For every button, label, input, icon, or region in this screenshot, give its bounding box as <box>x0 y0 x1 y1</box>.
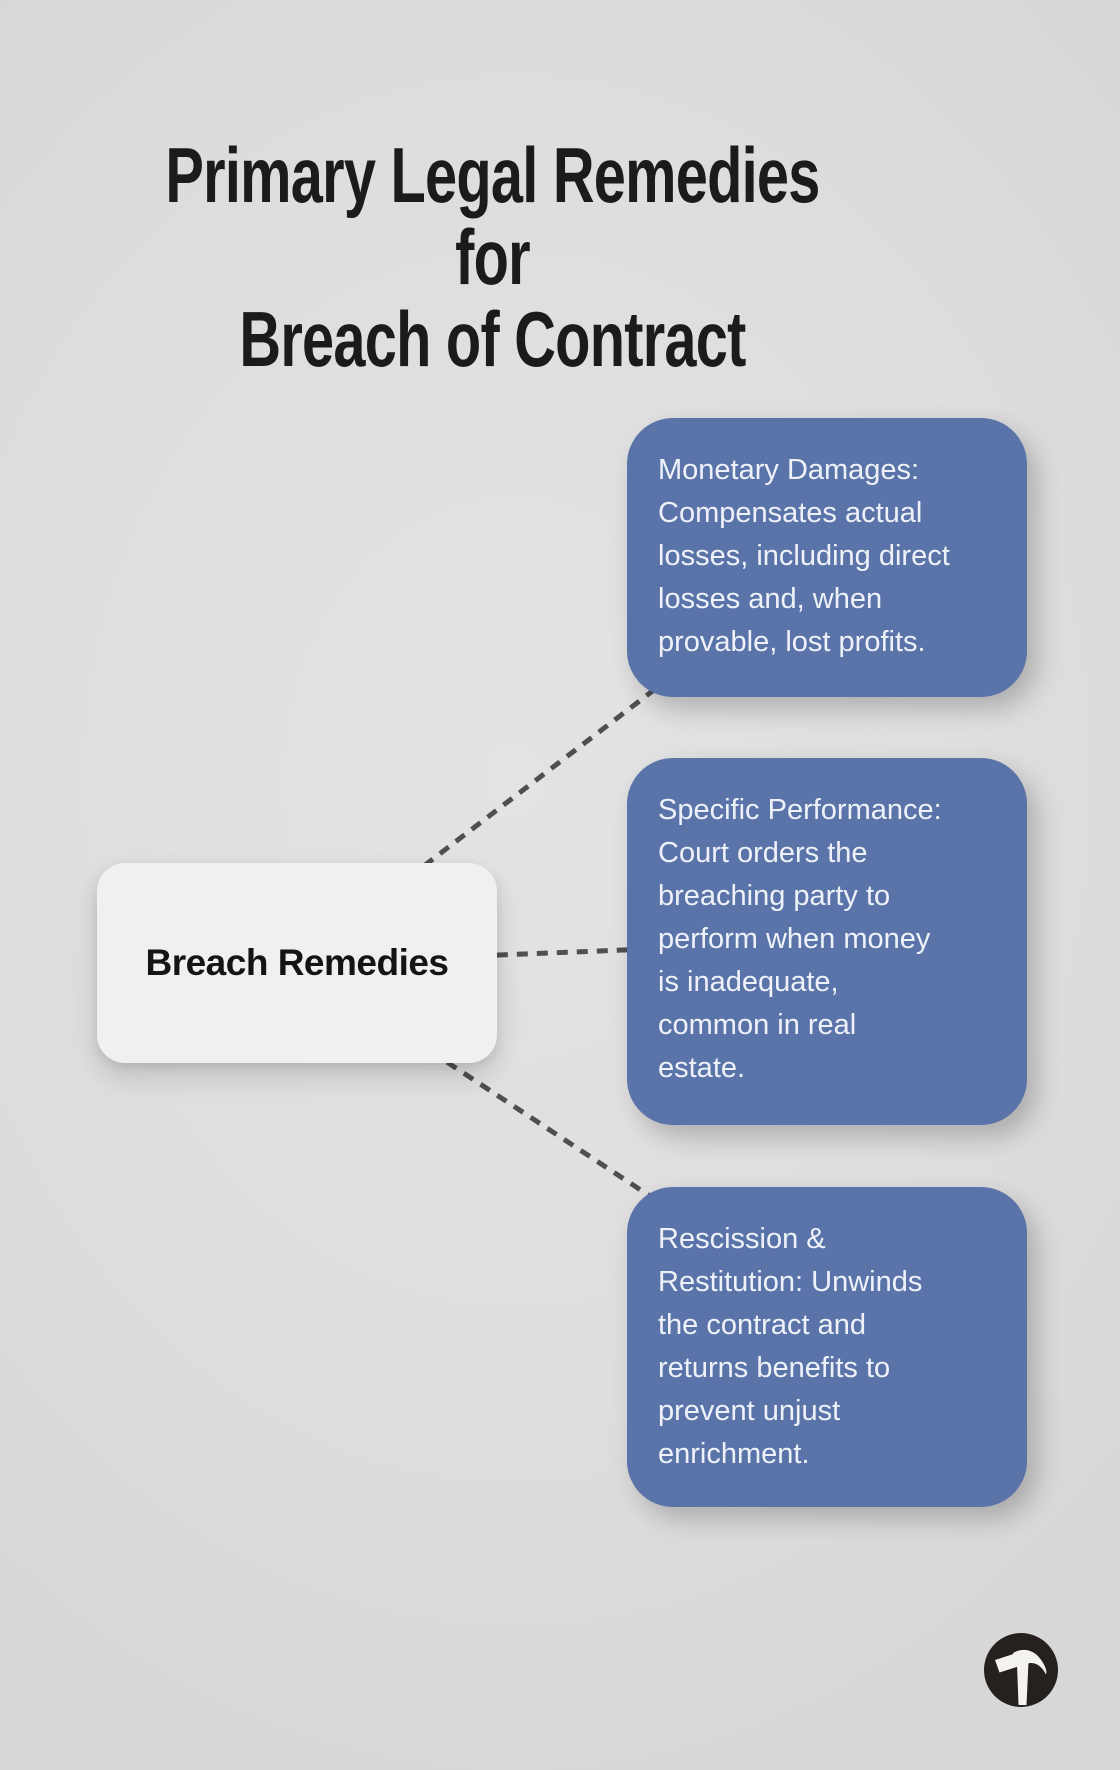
branch-text-specific-performance: Specific Performance: Court orders the b… <box>658 794 942 1084</box>
center-node-breach-remedies: Breach Remedies <box>97 863 497 1063</box>
branch-text-monetary-damages: Monetary Damages: Compensates actual los… <box>658 454 950 658</box>
branch-node-monetary-damages: Monetary Damages: Compensates actual los… <box>627 418 1027 697</box>
hammer-icon <box>984 1633 1058 1707</box>
connector-rescission-restitution <box>295 960 682 1219</box>
branch-node-rescission-restitution: Rescission & Restitution: Unwinds the co… <box>627 1187 1027 1507</box>
branch-node-specific-performance: Specific Performance: Court orders the b… <box>627 758 1027 1125</box>
branch-text-rescission-restitution: Rescission & Restitution: Unwinds the co… <box>658 1223 923 1470</box>
brand-logo <box>984 1633 1058 1707</box>
page-title: Primary Legal Remedies for Breach of Con… <box>165 131 820 384</box>
center-node-label: Breach Remedies <box>145 942 449 983</box>
